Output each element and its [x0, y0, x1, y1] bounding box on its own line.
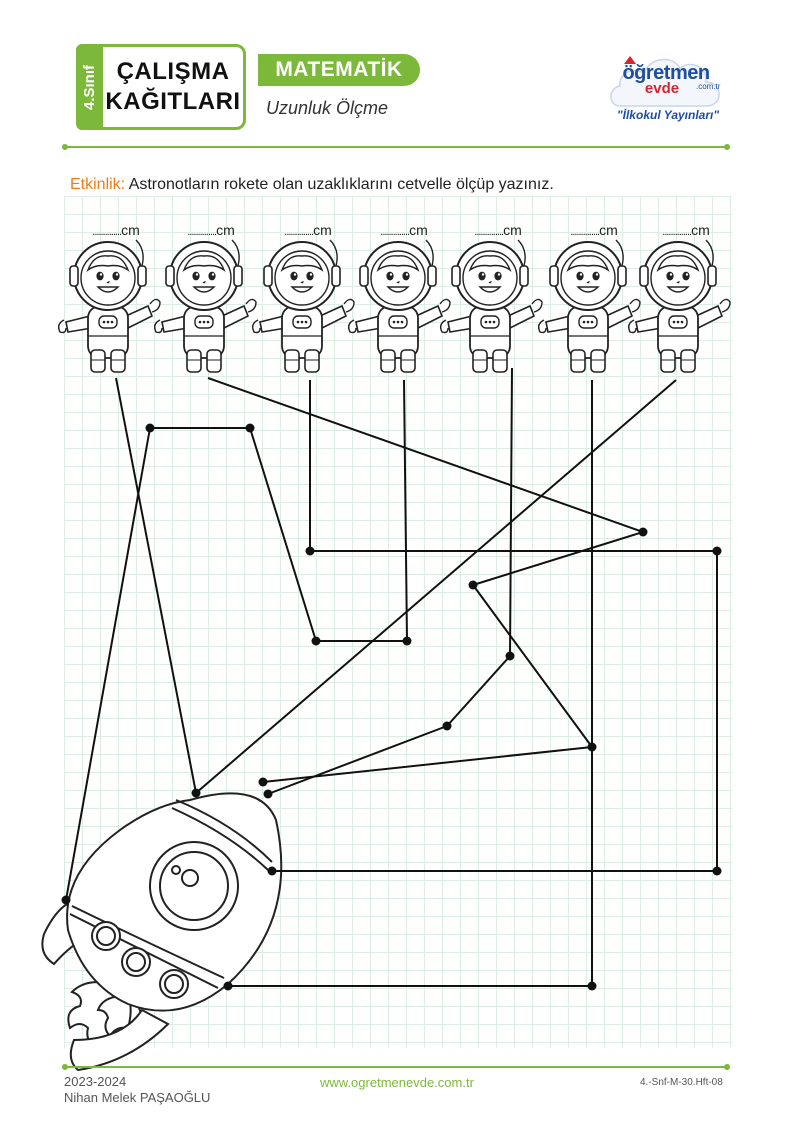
- title-line-1: ÇALIŞMA: [116, 58, 230, 85]
- answer-blank-2[interactable]: ..............cm: [187, 222, 235, 238]
- logo-domain: .com.tr: [696, 82, 721, 91]
- activity-instruction: Etkinlik: Astronotların rokete olan uzak…: [70, 176, 554, 194]
- header-divider-dot-right: [724, 144, 730, 150]
- logo-text-evde: evde: [644, 80, 680, 97]
- footer-code: 4.-Snf-M-30.Hft-08: [640, 1077, 723, 1088]
- astronaut-3: [251, 239, 355, 373]
- footer-divider: [66, 1066, 726, 1068]
- activity-text: Astronotların rokete olan uzaklıklarını …: [128, 176, 554, 193]
- header-divider: [66, 146, 726, 148]
- rocket: [41, 792, 283, 1072]
- footer-year: 2023-2024: [64, 1074, 127, 1089]
- footer-website-link[interactable]: www.ogretmenevde.com.tr: [320, 1075, 474, 1090]
- answer-blank-3[interactable]: ..............cm: [284, 222, 332, 238]
- footer-credit: 2023-2024 Nihan Melek PAŞAOĞLU: [64, 1074, 210, 1106]
- astronaut-2: [153, 239, 257, 373]
- publisher-logo-cloud-icon: [610, 56, 720, 107]
- worksheet-title: ÇALIŞMA KAĞITLARI: [100, 44, 246, 130]
- astronaut-4: [347, 239, 451, 373]
- footer-author: Nihan Melek PAŞAOĞLU: [64, 1090, 211, 1105]
- footer-divider-dot-left: [62, 1064, 68, 1070]
- astronaut-6: [537, 239, 641, 373]
- answer-blank-1[interactable]: ..............cm: [92, 222, 140, 238]
- activity-label: Etkinlik:: [70, 176, 126, 193]
- answer-blank-6[interactable]: ..............cm: [570, 222, 618, 238]
- topic-label: Uzunluk Ölçme: [266, 98, 389, 118]
- logo-tagline: "İlkokul Yayınları": [616, 108, 720, 122]
- astronaut-5: [439, 239, 543, 373]
- subject-badge: MATEMATİK: [258, 54, 420, 86]
- answer-blank-4[interactable]: ..............cm: [380, 222, 428, 238]
- title-line-2: KAĞITLARI: [105, 88, 241, 115]
- grade-tab: 4.Sınıf: [76, 44, 102, 130]
- answer-row: ..............cm ..............cm ......…: [70, 222, 730, 242]
- answer-blank-5[interactable]: ..............cm: [474, 222, 522, 238]
- header-divider-dot-left: [62, 144, 68, 150]
- answer-blank-7[interactable]: ..............cm: [662, 222, 710, 238]
- footer-divider-dot-right: [724, 1064, 730, 1070]
- logo-text-ogretmen: öğretmen: [622, 62, 710, 84]
- path-points: [61, 423, 722, 991]
- astronaut-7: [627, 239, 731, 373]
- astronaut-1: [57, 239, 161, 373]
